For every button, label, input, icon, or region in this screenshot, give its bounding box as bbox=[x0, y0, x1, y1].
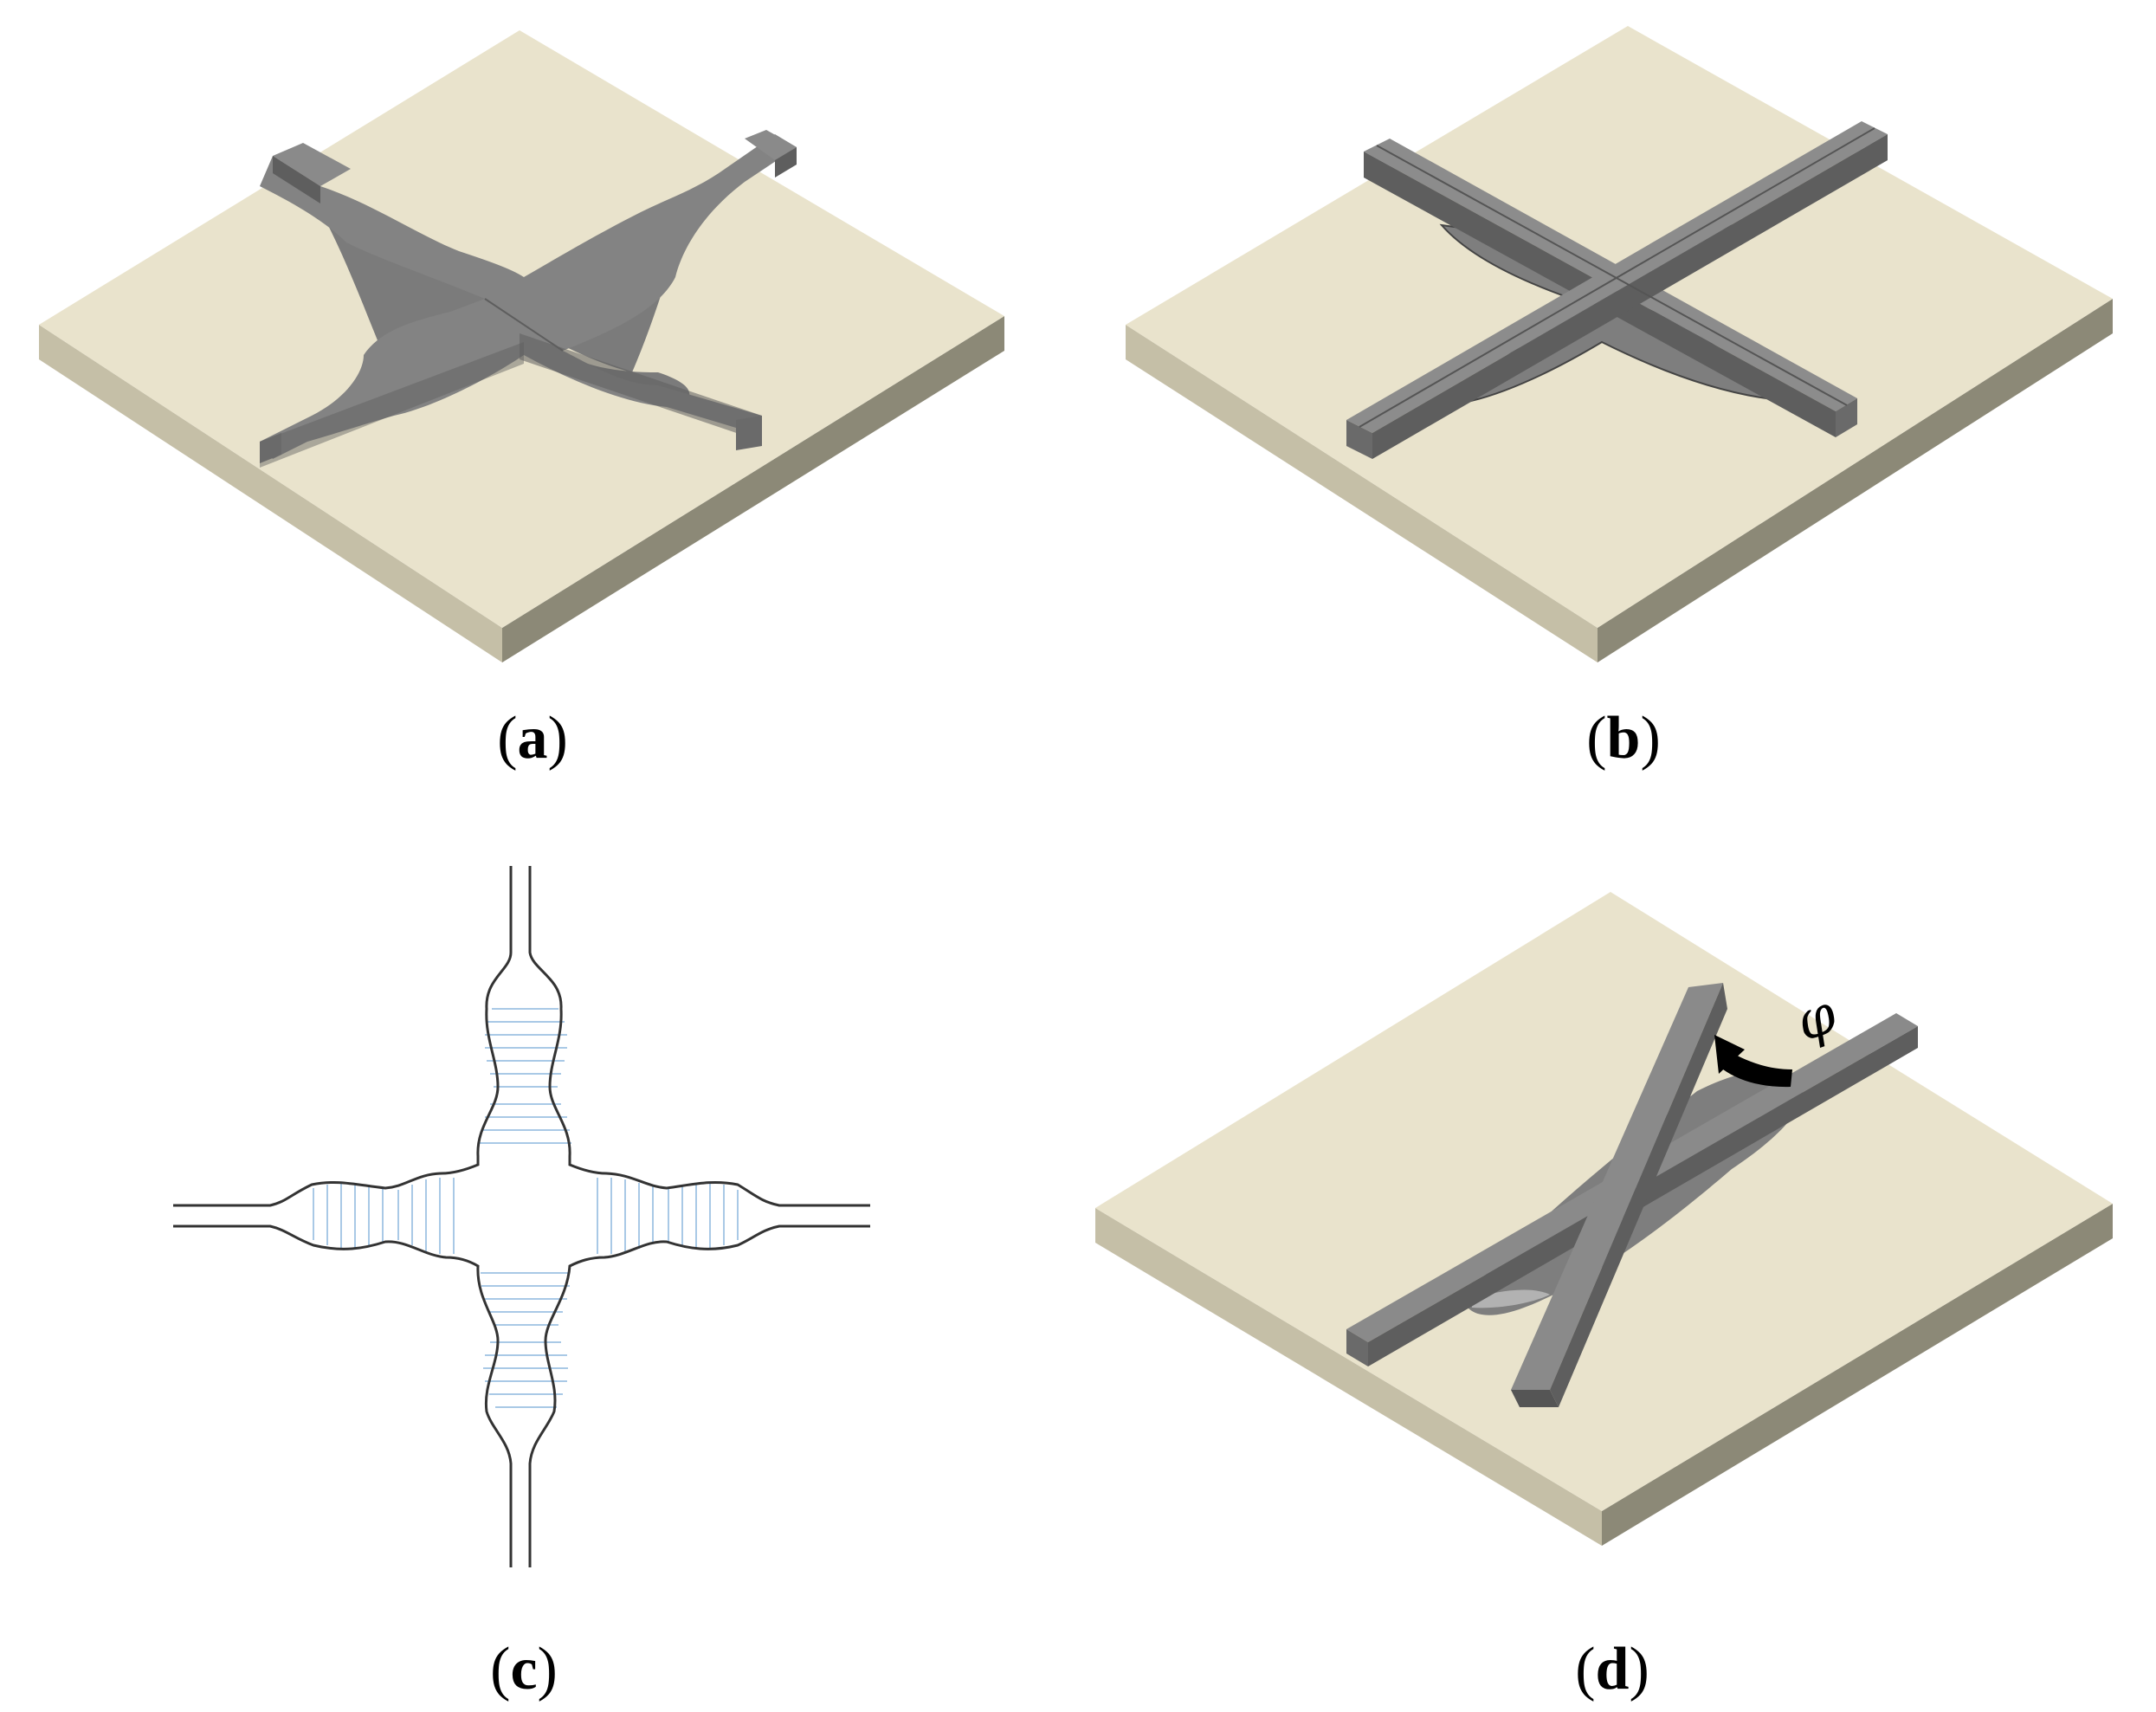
bar-a-back-left bbox=[273, 143, 351, 186]
panel-a: (a) bbox=[39, 30, 1004, 772]
bar-d-2-end bbox=[1511, 1390, 1559, 1407]
caption-a: (a) bbox=[497, 705, 568, 772]
bar-b-edge-2 bbox=[1359, 127, 1875, 428]
angle-arrowhead bbox=[1714, 1035, 1745, 1074]
panel-c: (c) bbox=[173, 866, 870, 1702]
bar-d-2-side bbox=[1550, 983, 1727, 1407]
hatch-region-c bbox=[313, 1008, 739, 1408]
waveguide-cross-a bbox=[260, 130, 797, 468]
hatch-right-arm bbox=[597, 1178, 739, 1254]
bar-b-1-end bbox=[1836, 398, 1857, 437]
bar-a-front-right-end bbox=[736, 416, 762, 450]
caption-d: (d) bbox=[1575, 1636, 1649, 1702]
angle-arrow bbox=[1723, 1048, 1792, 1088]
hatch-bottom-arm bbox=[481, 1272, 570, 1408]
seam-a bbox=[484, 298, 564, 352]
cross-side-a-2 bbox=[260, 342, 524, 468]
waveguide-cross-b bbox=[1346, 121, 1888, 459]
substrate-b-left-face bbox=[1126, 325, 1598, 662]
substrate-a-left-face bbox=[39, 325, 502, 662]
panel-d: φ (d) bbox=[1095, 892, 2113, 1702]
bar-b-2-side bbox=[1372, 134, 1888, 459]
caption-b: (b) bbox=[1586, 705, 1661, 772]
hatch-top-arm bbox=[480, 1008, 571, 1144]
cross-side-a-1 bbox=[520, 333, 762, 442]
bar-a-back-right bbox=[745, 130, 797, 160]
bar-d-2-top bbox=[1511, 983, 1723, 1390]
waveguide-tilted-d: φ bbox=[1346, 981, 1918, 1407]
bar-d-1-end bbox=[1346, 1329, 1368, 1366]
caption-c: (c) bbox=[490, 1636, 558, 1702]
panel-b: (b) bbox=[1126, 26, 2113, 772]
substrate-d-left-face bbox=[1095, 1208, 1602, 1546]
bar-a-back-left-side bbox=[273, 156, 320, 204]
substrate-a-front-face bbox=[502, 316, 1004, 662]
bar-a-back-right-side bbox=[775, 147, 797, 178]
hatch-left-arm bbox=[313, 1178, 455, 1254]
bar-a-front-left-end bbox=[260, 433, 281, 463]
substrate-d-front-face bbox=[1602, 1204, 2113, 1546]
bar-b-edge-1 bbox=[1376, 145, 1848, 406]
cross-shape-a bbox=[260, 134, 797, 459]
channel-outline-c bbox=[173, 866, 870, 1567]
substrate-b-front-face bbox=[1598, 299, 2113, 662]
bar-b-2-end bbox=[1346, 420, 1372, 459]
